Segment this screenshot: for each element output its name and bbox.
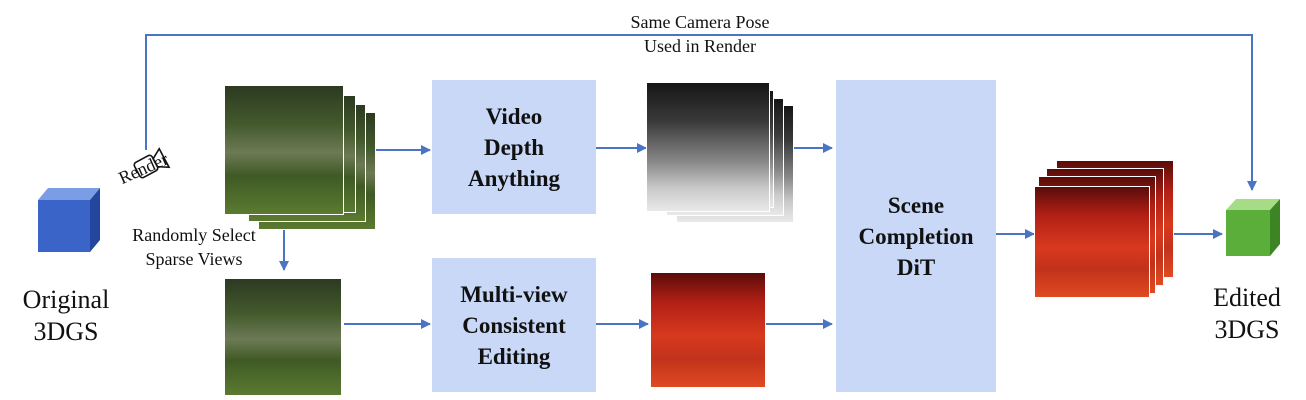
box-line: DiT (896, 254, 936, 280)
original-3dgs-label: Original 3DGS (6, 284, 126, 348)
box-line: Editing (477, 343, 551, 369)
camera-pose-line2: Used in Render (644, 36, 756, 56)
select-label: Randomly Select Sparse Views (104, 223, 284, 271)
original-line2: 3DGS (33, 317, 99, 346)
box-line: Multi-view (460, 281, 568, 307)
multiview-editing-box: Multi-view Consistent Editing (432, 258, 596, 392)
select-line2: Sparse Views (145, 249, 243, 269)
box-line: Completion (858, 223, 974, 249)
edited-view-image (650, 272, 766, 388)
scene-completion-box: Scene Completion DiT (836, 80, 996, 392)
box-line: Anything (467, 165, 561, 191)
box-line: Consistent (462, 312, 566, 338)
edited-3dgs-label: Edited 3DGS (1192, 282, 1302, 346)
box-line: Video (485, 103, 543, 129)
camera-pose-arrow (145, 34, 1257, 191)
camera-pose-line1: Same Camera Pose (630, 12, 770, 32)
box-line: Depth (483, 134, 545, 160)
original-line1: Original (22, 285, 110, 314)
original-cube-icon (38, 188, 100, 252)
camera-pose-label: Same Camera Pose Used in Render (600, 10, 800, 58)
sparse-view-image (224, 278, 342, 396)
camera-icon (133, 147, 171, 179)
box-line: Scene (887, 192, 945, 218)
edited-line1: Edited (1213, 283, 1281, 312)
edited-cube-icon (1226, 199, 1280, 256)
select-line1: Randomly Select (132, 225, 256, 245)
edited-line2: 3DGS (1214, 315, 1280, 344)
video-depth-anything-box: Video Depth Anything (432, 80, 596, 214)
